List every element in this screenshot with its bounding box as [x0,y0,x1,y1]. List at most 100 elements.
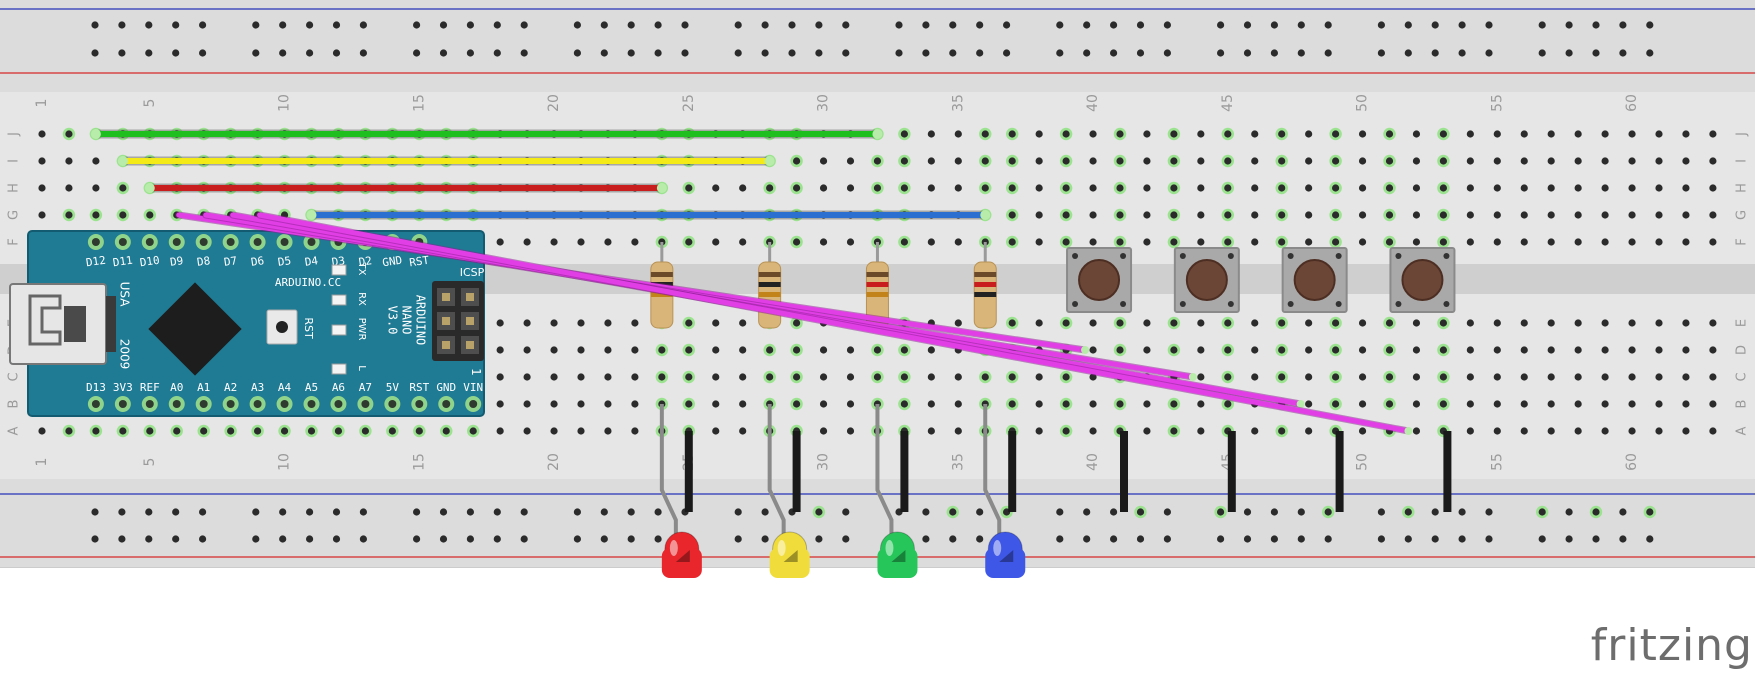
terminal-hole [631,373,639,381]
rail-hole [520,508,528,516]
rail-hole [199,535,207,543]
terminal-hole [1197,373,1205,381]
terminal-hole [1385,211,1394,219]
terminal-hole [1709,211,1717,219]
rail-hole [1646,49,1654,57]
terminal-hole [846,346,855,354]
terminal-hole [1224,130,1232,138]
terminal-hole [1493,184,1501,192]
terminal-hole [1412,211,1421,219]
terminal-hole [1305,346,1313,354]
column-number-top: 50 [1355,94,1371,112]
rail-hole [1083,21,1091,29]
row-label-left: B [7,400,22,409]
terminal-hole [92,211,100,219]
rail-hole [1377,21,1385,29]
rail-hole [1565,49,1573,57]
rail-hole [1217,508,1225,516]
arduino-pin-hole [415,400,424,408]
terminal-hole [1709,184,1717,192]
row-label-left: C [7,372,22,381]
terminal-hole [873,346,882,354]
terminal-hole [550,400,558,408]
column-number-top: 5 [142,99,158,108]
terminal-hole [1655,346,1663,354]
terminal-hole [1439,319,1447,327]
arduino-model-label: V3.0 [386,306,400,335]
terminal-hole [1224,184,1232,192]
terminal-hole [1197,184,1205,192]
terminal-hole [1574,184,1582,192]
terminal-hole [1439,211,1447,219]
terminal-hole [846,157,855,165]
rail-hole [1270,508,1278,516]
rail-hole [1297,21,1305,29]
rail-hole [1056,49,1064,57]
led-highlight [669,540,678,556]
rail-hole [1243,49,1252,57]
status-led [331,363,347,375]
rail-hole [252,508,260,516]
terminal-hole [1358,184,1367,192]
rail-hole [306,49,314,57]
rail-hole [493,49,501,57]
arduino-model-label: ARDUINO [414,295,428,346]
terminal-hole [766,184,774,192]
terminal-hole [1358,130,1367,138]
terminal-hole [1493,211,1501,219]
terminal-hole [1628,427,1636,435]
terminal-hole [496,319,504,327]
terminal-hole [1332,400,1340,408]
rail-hole [1217,21,1225,29]
wire-yellow-end [117,156,128,166]
terminal-hole [1035,427,1043,435]
terminal-hole [1655,400,1663,408]
terminal-hole [658,373,666,381]
rail-hole [332,21,341,29]
status-led-label: RX [356,292,367,306]
terminal-hole [1682,184,1690,192]
rail-hole [91,535,99,543]
row-label-right: C [1735,372,1750,381]
terminal-hole [577,400,585,408]
arduino-pin-label: 3V3 [113,381,133,394]
rail-hole [1270,535,1278,543]
terminal-hole [1116,184,1124,192]
wire-red-end [144,183,155,193]
rail-hole [788,49,796,57]
rail-hole [761,21,769,29]
terminal-hole [1224,157,1232,165]
column-number-bottom: 35 [950,453,966,471]
terminal-hole [1547,346,1555,354]
terminal-hole [1035,184,1043,192]
terminal-hole [1143,427,1151,435]
rail-hole [91,508,99,516]
terminal-hole [1628,157,1636,165]
arduino-pin-hole [307,238,316,246]
arduino-pin-label: 5V [386,381,400,394]
terminal-hole [1170,400,1178,408]
column-number-bottom: 60 [1624,453,1640,471]
rail-hole [466,21,474,29]
terminal-hole [631,346,639,354]
terminal-hole [900,238,909,246]
icsp-pin-contact [442,341,450,349]
terminal-hole [1116,238,1124,246]
terminal-hole [307,427,316,435]
terminal-hole [1466,130,1474,138]
terminal-hole [1601,184,1609,192]
terminal-hole [1655,373,1663,381]
terminal-hole [846,373,855,381]
column-number-bottom: 15 [411,453,427,471]
arduino-pin-hole [226,238,235,246]
terminal-hole [1493,373,1501,381]
terminal-hole [604,427,612,435]
terminal-hole [1035,400,1043,408]
terminal-hole [1305,157,1313,165]
terminal-hole [1278,346,1286,354]
rail-hole [681,21,689,29]
terminal-hole [1143,238,1151,246]
rail-hole [976,21,984,29]
terminal-hole [523,346,531,354]
